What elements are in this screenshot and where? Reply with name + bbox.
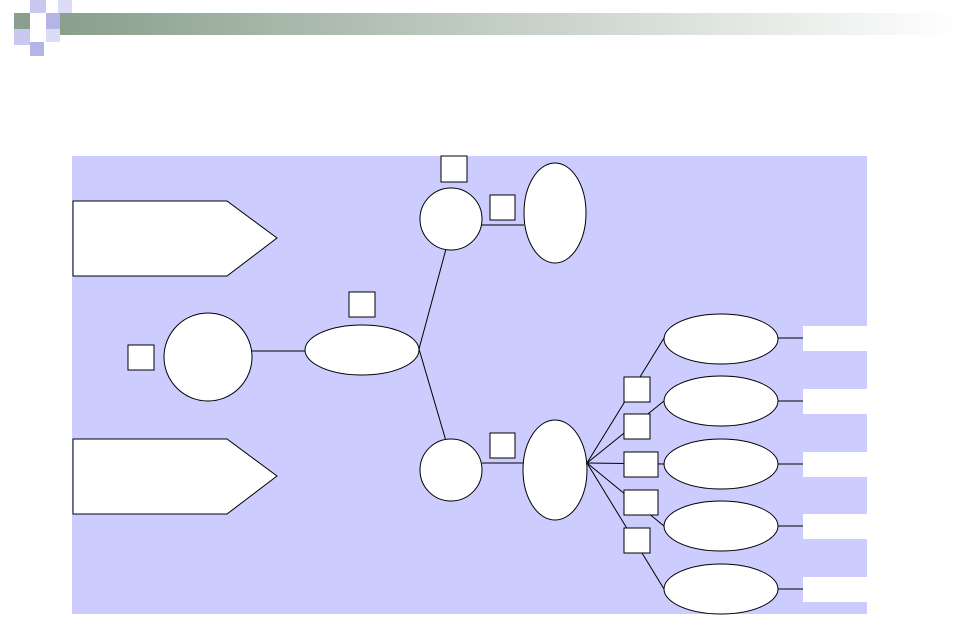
leaf-box-5 (623, 527, 651, 554)
result-box-3 (803, 452, 867, 477)
header-bar (60, 13, 960, 35)
leaf-box-4 (623, 489, 659, 516)
upper-circle (419, 187, 483, 251)
upper-right-box (489, 194, 516, 221)
lower-box (489, 432, 516, 459)
edge-lower-leaf-5 (586, 462, 665, 590)
deco-square-3 (46, 13, 60, 29)
leaf-ellipse-4 (663, 500, 779, 552)
pentagon-bottom (72, 438, 278, 515)
deco-square-7 (58, 0, 72, 13)
deco-square-6 (46, 29, 60, 42)
leaf-ellipse-2 (663, 375, 779, 427)
center-box (348, 291, 376, 318)
deco-square-4 (14, 29, 30, 45)
leaf-ellipse-5 (663, 563, 779, 615)
edge-center-lower (418, 348, 447, 442)
leaf-ellipse-3 (663, 438, 779, 490)
deco-square-1 (14, 13, 30, 29)
lower-ellipse (522, 419, 588, 521)
root-circle (163, 312, 253, 402)
root-box (127, 344, 155, 371)
center-ellipse (304, 324, 420, 376)
leaf-box-2 (623, 413, 651, 440)
edge-center-upper (418, 248, 447, 350)
deco-square-5 (30, 42, 44, 56)
lower-circle (419, 438, 483, 502)
pentagon-top (72, 200, 278, 277)
result-box-2 (803, 389, 867, 414)
result-box-5 (803, 577, 867, 602)
upper-ellipse (523, 162, 587, 264)
leaf-ellipse-1 (663, 313, 779, 365)
result-box-4 (803, 514, 867, 539)
result-box-1 (803, 326, 867, 351)
upper-box (440, 155, 468, 183)
leaf-box-1 (623, 376, 651, 403)
deco-square-2 (30, 0, 46, 13)
leaf-box-3 (623, 451, 659, 478)
